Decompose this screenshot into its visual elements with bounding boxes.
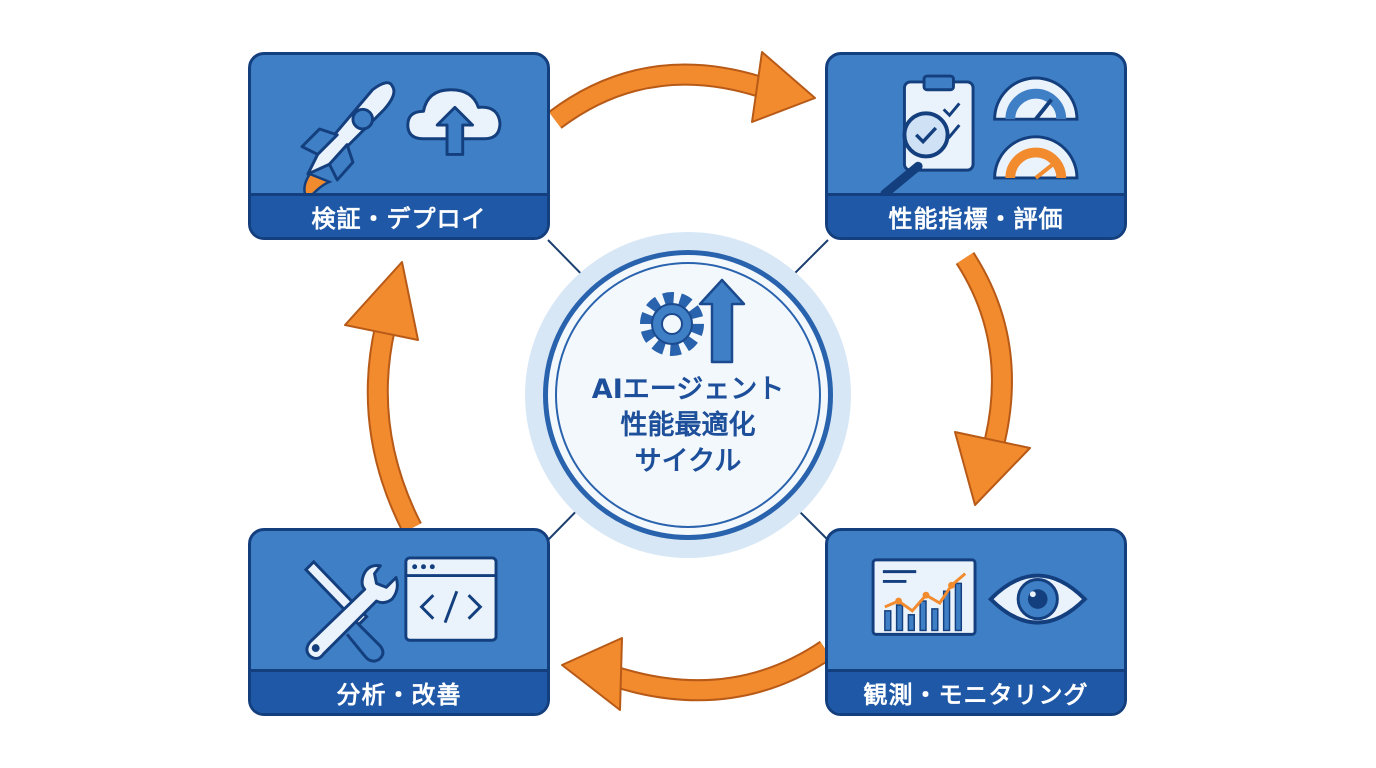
hub-title: AIエージェント 性能最適化 サイクル [563,372,813,480]
gauge-icon [993,76,1079,180]
stage-label: 分析・改善 [251,669,547,713]
stage-icons [871,558,1088,636]
arrow-left [344,261,422,533]
arrow-bottom [561,637,833,711]
stage-icons [880,74,1079,199]
stage-card-monitoring: 観測・モニタリング [825,528,1127,716]
line-chart-icon [871,558,977,636]
clipboard-magnifier-icon [880,74,975,199]
stage-card-analysis: 分析・改善 [248,528,550,716]
stage-icons [303,556,498,663]
hub-title-line-3: サイクル [634,446,742,477]
arrow-right [954,252,1031,506]
hub-icons [640,278,746,364]
stage-label: 検証・デプロイ [251,193,547,237]
arrow-up-icon [698,278,746,364]
tools-icon [303,559,399,663]
hub-title-line-2: 性能最適化 [620,410,756,441]
stage-card-evaluation: 性能指標・評価 [825,52,1127,240]
stage-label: 性能指標・評価 [828,193,1124,237]
stage-icons [300,81,502,199]
eye-icon [987,573,1088,625]
arrow-top [548,51,816,129]
rocket-icon [300,81,396,199]
gear-icon [640,292,704,356]
code-window-icon [404,556,498,642]
stage-card-deploy: 検証・デプロイ [248,52,550,240]
hub-inner-ring [555,262,821,528]
cloud-upload-icon [406,88,502,156]
stage-label: 観測・モニタリング [828,669,1124,713]
hub-title-line-1: AIエージェント [591,374,785,405]
